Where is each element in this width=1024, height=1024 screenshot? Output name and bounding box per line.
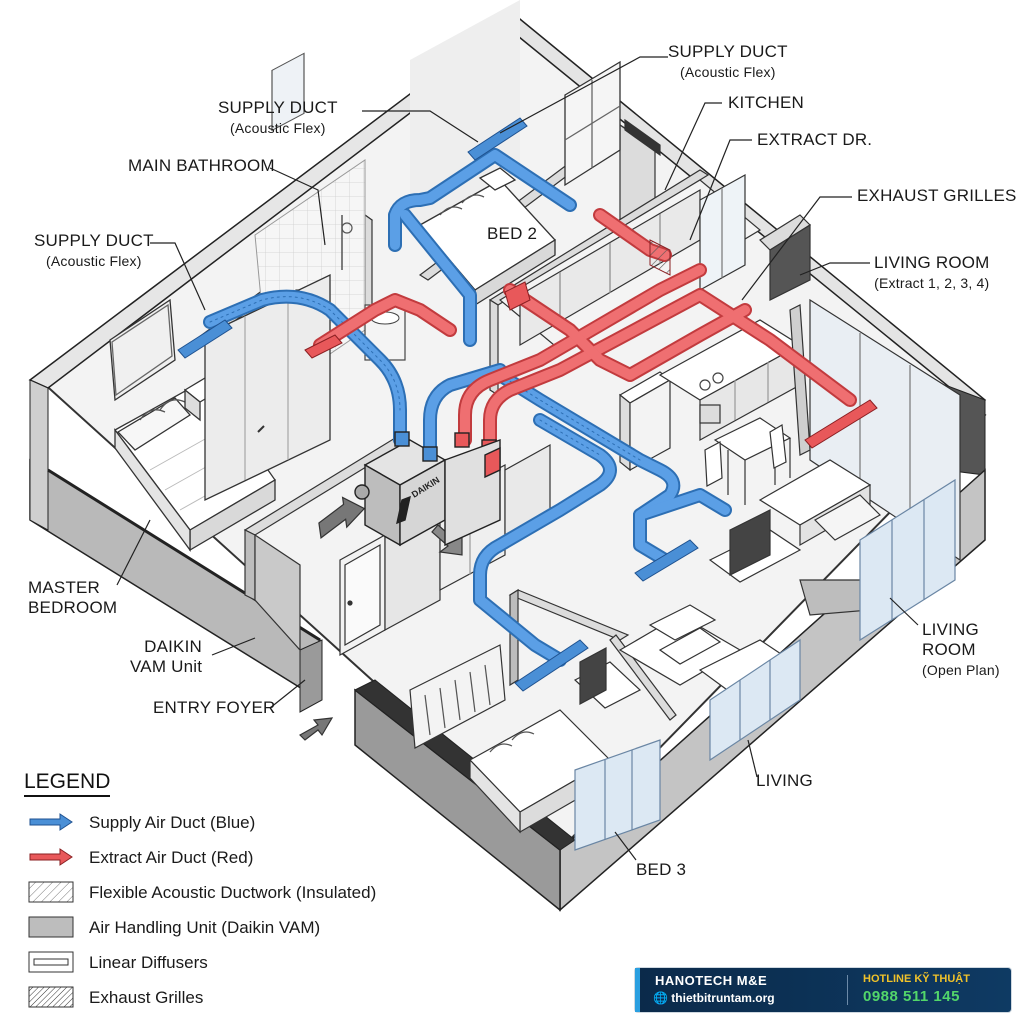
label-supply-duct-mid-sub: (Acoustic Flex) xyxy=(230,120,326,136)
label-supply-duct-left-title: SUPPLY DUCT xyxy=(34,231,154,250)
label-living-room-title: LIVING ROOM xyxy=(874,253,990,272)
legend-rows: Supply Air Duct (Blue) Extract Air Duct … xyxy=(24,805,404,1015)
label-living-room-open-plan: LIVING ROOM (Open Plan) xyxy=(922,620,1000,680)
banner-phone: 0988 511 145 xyxy=(863,988,960,1005)
bed-3-room xyxy=(409,644,661,851)
extract-arrow-icon xyxy=(29,848,73,866)
hatch-light-icon xyxy=(28,881,74,903)
label-bed-2: BED 2 xyxy=(487,224,538,243)
label-supply-duct-left: SUPPLY DUCT (Acoustic Flex) xyxy=(34,231,154,271)
banner-website: 🌐 thietbitruntam.org xyxy=(653,991,775,1005)
label-living-room-open-sub: (Open Plan) xyxy=(922,662,1000,678)
label-main-bathroom: MAIN BATHROOM xyxy=(128,156,275,175)
label-supply-duct-mid: SUPPLY DUCT (Acoustic Flex) xyxy=(218,98,338,138)
label-master-bedroom-line2: BEDROOM xyxy=(28,598,118,617)
supply-arrow-icon xyxy=(29,813,73,831)
label-living-room-sub: (Extract 1, 2, 3, 4) xyxy=(874,275,990,291)
legend-label-extract: Extract Air Duct (Red) xyxy=(89,848,254,867)
legend-item-diffusers: Linear Diffusers xyxy=(24,945,404,980)
label-living: LIVING xyxy=(756,771,813,790)
living-lower-area xyxy=(573,604,801,762)
hatch-dense-icon xyxy=(28,986,74,1008)
label-supply-duct-mid-title: SUPPLY DUCT xyxy=(218,98,338,117)
label-exhaust-grilles: EXHAUST GRILLES xyxy=(857,186,1017,205)
label-supply-duct-top: SUPPLY DUCT (Acoustic Flex) xyxy=(668,42,788,82)
legend-title: LEGEND xyxy=(24,770,111,797)
legend-item-exhaust: Exhaust Grilles xyxy=(24,980,404,1015)
legend-label-ahu: Air Handling Unit (Daikin VAM) xyxy=(89,918,321,937)
banner-accent xyxy=(635,968,640,1012)
living-room-area xyxy=(704,298,961,642)
legend-item-flex-duct: Flexible Acoustic Ductwork (Insulated) xyxy=(24,875,404,910)
label-daikin-line1: DAIKIN xyxy=(144,637,202,656)
legend-item-supply: Supply Air Duct (Blue) xyxy=(24,805,404,840)
label-supply-duct-top-sub: (Acoustic Flex) xyxy=(680,64,776,80)
legend-label-diffusers: Linear Diffusers xyxy=(89,953,208,972)
leader-lines xyxy=(116,56,919,861)
legend-label-supply: Supply Air Duct (Blue) xyxy=(89,813,256,832)
label-living-room: LIVING ROOM (Extract 1, 2, 3, 4) xyxy=(874,253,990,293)
solid-gray-icon xyxy=(28,916,74,938)
label-supply-duct-top-title: SUPPLY DUCT xyxy=(668,42,788,61)
supply-ductwork xyxy=(203,148,732,667)
brand-banner: HANOTECH M&E 🌐 thietbitruntam.org HOTLIN… xyxy=(635,968,1011,1012)
label-master-bedroom: MASTER BEDROOM xyxy=(28,578,117,618)
extract-ductwork xyxy=(313,208,857,452)
label-daikin-vam: DAIKIN VAM Unit xyxy=(130,637,202,677)
kitchen-room xyxy=(498,173,802,472)
banner-website-text: thietbitruntam.org xyxy=(671,991,775,1005)
label-living-room-open-line1: LIVING xyxy=(922,620,979,639)
label-entry-foyer: ENTRY FOYER xyxy=(153,698,276,717)
label-supply-duct-left-sub: (Acoustic Flex) xyxy=(46,253,142,269)
supply-diffusers xyxy=(177,117,699,692)
banner-brand: HANOTECH M&E xyxy=(655,973,768,988)
label-kitchen: KITCHEN xyxy=(728,93,805,112)
legend-label-exhaust: Exhaust Grilles xyxy=(89,988,204,1007)
daikin-vam-unit: DAIKIN xyxy=(354,431,501,547)
banner-hotline-label: HOTLINE KỸ THUẬT xyxy=(863,973,970,985)
label-extract-dr: EXTRACT DR. xyxy=(757,130,873,149)
legend-item-ahu: Air Handling Unit (Daikin VAM) xyxy=(24,910,404,945)
bed-2-room xyxy=(410,0,621,307)
exhaust-grilles xyxy=(304,239,878,449)
label-bed-3: BED 3 xyxy=(636,860,687,879)
diffuser-icon xyxy=(28,951,74,973)
legend-item-extract: Extract Air Duct (Red) xyxy=(24,840,404,875)
legend-label-flex-duct: Flexible Acoustic Ductwork (Insulated) xyxy=(89,883,377,902)
label-living-room-open-line2: ROOM xyxy=(922,640,976,659)
label-master-bedroom-line1: MASTER xyxy=(28,578,101,597)
globe-icon: 🌐 xyxy=(653,991,668,1005)
banner-separator xyxy=(847,975,848,1005)
legend: LEGEND Supply Air Duct (Blue) Extract Ai… xyxy=(24,770,404,1015)
label-daikin-line2: VAM Unit xyxy=(130,657,203,676)
master-bedroom-room xyxy=(109,273,331,552)
